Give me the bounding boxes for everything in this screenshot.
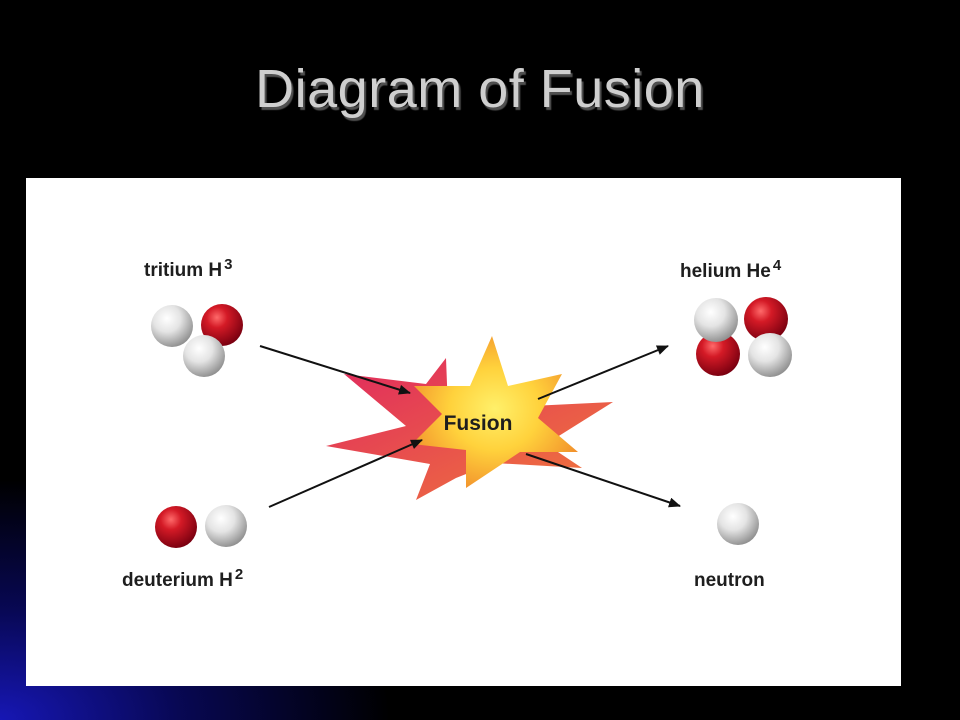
tritium-neutron-2 (183, 335, 225, 377)
arrow-tritium-to-fusion (259, 345, 411, 395)
deuterium-nucleus (155, 505, 247, 548)
tritium-nucleus (151, 304, 243, 377)
helium-proton-1 (744, 297, 788, 341)
fusion-star (412, 336, 578, 488)
helium-neutron-1 (748, 333, 792, 377)
helium-neutron-2 (694, 298, 738, 342)
slide-title: Diagram of Fusion (255, 59, 705, 119)
helium-nucleus (694, 297, 792, 377)
deuterium-proton (155, 506, 197, 548)
arrow-fusion-to-neutron (525, 453, 681, 508)
neutron-particle (717, 503, 759, 545)
neutron-label: neutron (694, 570, 765, 591)
tritium-neutron-1 (151, 305, 193, 347)
fusion-label: Fusion (444, 412, 513, 435)
deuterium-neutron (205, 505, 247, 547)
tritium-proton (201, 304, 243, 346)
helium-proton-2 (696, 332, 740, 376)
arrow-fusion-to-helium (537, 345, 669, 400)
arrow-deuterium-to-fusion (268, 439, 423, 508)
